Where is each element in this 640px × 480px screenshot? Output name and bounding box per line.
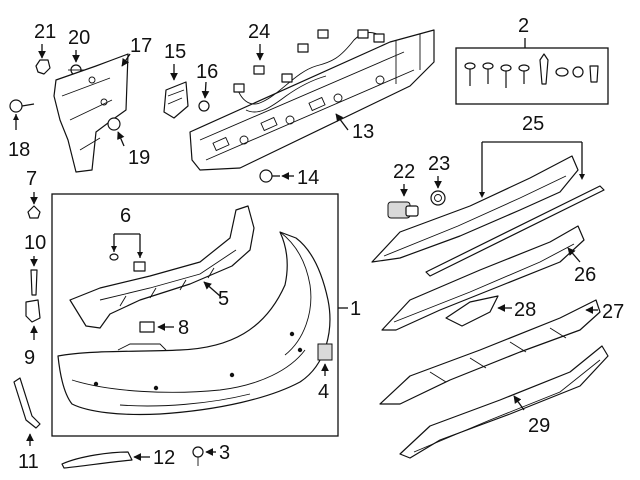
- push-clip-19: [107, 117, 121, 131]
- callout-28: 28: [514, 299, 536, 321]
- callout-14: 14: [297, 167, 319, 189]
- retainer-clip: [109, 253, 119, 261]
- callout-4: 4: [318, 381, 329, 403]
- trim-strip-25: [425, 185, 605, 277]
- callout-20: 20: [68, 27, 90, 49]
- callout-22: 22: [393, 161, 415, 183]
- bumper-cover: [57, 231, 331, 416]
- bracket-9: [25, 299, 41, 323]
- insert-28: [445, 295, 499, 327]
- diffuser-lower: [379, 299, 601, 405]
- callout-12: 12: [153, 447, 175, 469]
- callout-27: 27: [602, 301, 624, 323]
- bolt-3: [192, 446, 204, 458]
- bracket-15: [163, 81, 189, 119]
- inner-bracket: [69, 205, 255, 329]
- side-bracket: [53, 53, 129, 173]
- callout-29: 29: [528, 415, 550, 437]
- callout-6: 6: [120, 205, 131, 227]
- trim-panel-upper: [371, 155, 579, 263]
- stud-10: [30, 269, 38, 296]
- callout-16: 16: [196, 61, 218, 83]
- callout-26: 26: [574, 264, 596, 286]
- diffuser-upper: [381, 225, 585, 331]
- callout-13: 13: [352, 121, 374, 143]
- nut-7: [27, 205, 41, 219]
- callout-9: 9: [24, 347, 35, 369]
- bolt-14: [259, 169, 273, 183]
- nut-16: [198, 100, 210, 112]
- callout-11: 11: [18, 451, 39, 473]
- callout-24: 24: [248, 21, 270, 43]
- callout-25: 25: [522, 113, 544, 135]
- callout-23: 23: [428, 153, 450, 175]
- trim-strip-11: [13, 377, 41, 429]
- callout-21: 21: [34, 21, 56, 43]
- reflector-block: [317, 343, 333, 361]
- callout-10: 10: [24, 232, 46, 254]
- reflector-12: [61, 451, 133, 469]
- hardware-kit-box: [455, 47, 609, 105]
- callout-2: 2: [518, 15, 529, 37]
- wiring-harness: [233, 29, 385, 113]
- callout-19: 19: [128, 147, 150, 169]
- callout-5: 5: [218, 288, 229, 310]
- callout-18: 18: [8, 139, 30, 161]
- lower-valance: [399, 345, 609, 459]
- sensor-ring: [430, 190, 446, 206]
- nut-clip: [133, 261, 146, 272]
- callout-15: 15: [164, 41, 186, 63]
- callout-8: 8: [178, 317, 189, 339]
- callout-17: 17: [130, 35, 152, 57]
- clip-21: [35, 59, 51, 75]
- park-sensor: [387, 201, 419, 219]
- bumper-cover-box: [51, 193, 348, 437]
- callout-1: 1: [350, 298, 361, 320]
- screw-18: [9, 99, 23, 113]
- callout-3: 3: [219, 442, 230, 464]
- reinforcement-beam: [189, 29, 435, 171]
- callout-7: 7: [26, 168, 37, 190]
- hardware-kit-fasteners: [464, 53, 599, 88]
- nut-clip-8: [139, 321, 155, 333]
